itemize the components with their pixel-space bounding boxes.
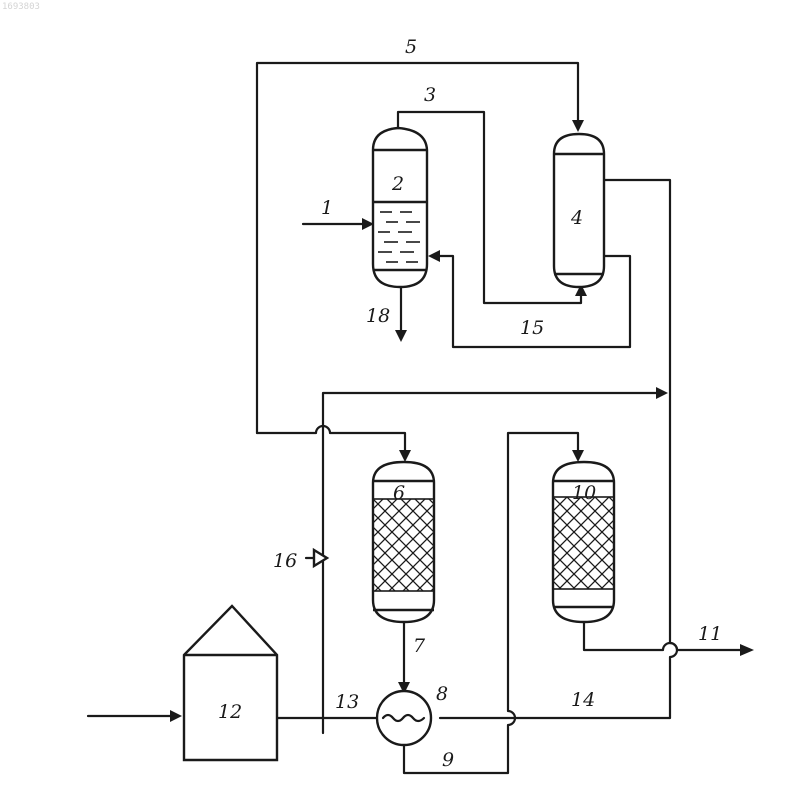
- label-stream-15: 15: [520, 317, 544, 339]
- unit-12: [184, 606, 277, 760]
- label-unit-12: 12: [218, 701, 242, 723]
- heat-exchanger-8: [377, 691, 431, 745]
- reactor-10-packing: [553, 497, 614, 589]
- stream-18-arrowhead: [395, 330, 407, 342]
- stream-11-arrowhead: [740, 644, 754, 656]
- label-stream-13: 13: [335, 691, 359, 713]
- feed-to-reactor-6-pipe: [257, 426, 405, 452]
- label-reactor-10: 10: [572, 482, 596, 504]
- reactor-6-inlet-arrowhead: [399, 450, 411, 462]
- label-column-2: 2: [391, 173, 404, 195]
- recycle-arrowhead: [656, 387, 668, 399]
- label-stream-16: 16: [273, 550, 297, 572]
- label-stream-11: 11: [698, 623, 722, 645]
- label-reactor-6: 6: [393, 482, 405, 504]
- label-stream-18: 18: [366, 305, 390, 327]
- label-heat-exchanger-8: 8: [436, 683, 448, 705]
- document-id: 1693803: [2, 2, 40, 12]
- reactor-6-packing: [373, 499, 434, 591]
- stream-15-arrowhead: [428, 250, 440, 262]
- label-stream-1: 1: [321, 197, 333, 219]
- tank-12-feed-arrowhead: [170, 710, 182, 722]
- label-stream-9: 9: [442, 749, 454, 771]
- label-column-4: 4: [570, 207, 583, 229]
- reactor-10-inlet-arrowhead: [572, 450, 584, 462]
- column-2: [373, 128, 427, 287]
- label-stream-14: 14: [571, 689, 595, 711]
- stream-5-arrowhead: [572, 120, 584, 132]
- stream-16-valve-icon: [314, 550, 327, 566]
- label-stream-7: 7: [413, 635, 426, 657]
- label-stream-3: 3: [424, 84, 436, 106]
- label-stream-5: 5: [405, 36, 417, 58]
